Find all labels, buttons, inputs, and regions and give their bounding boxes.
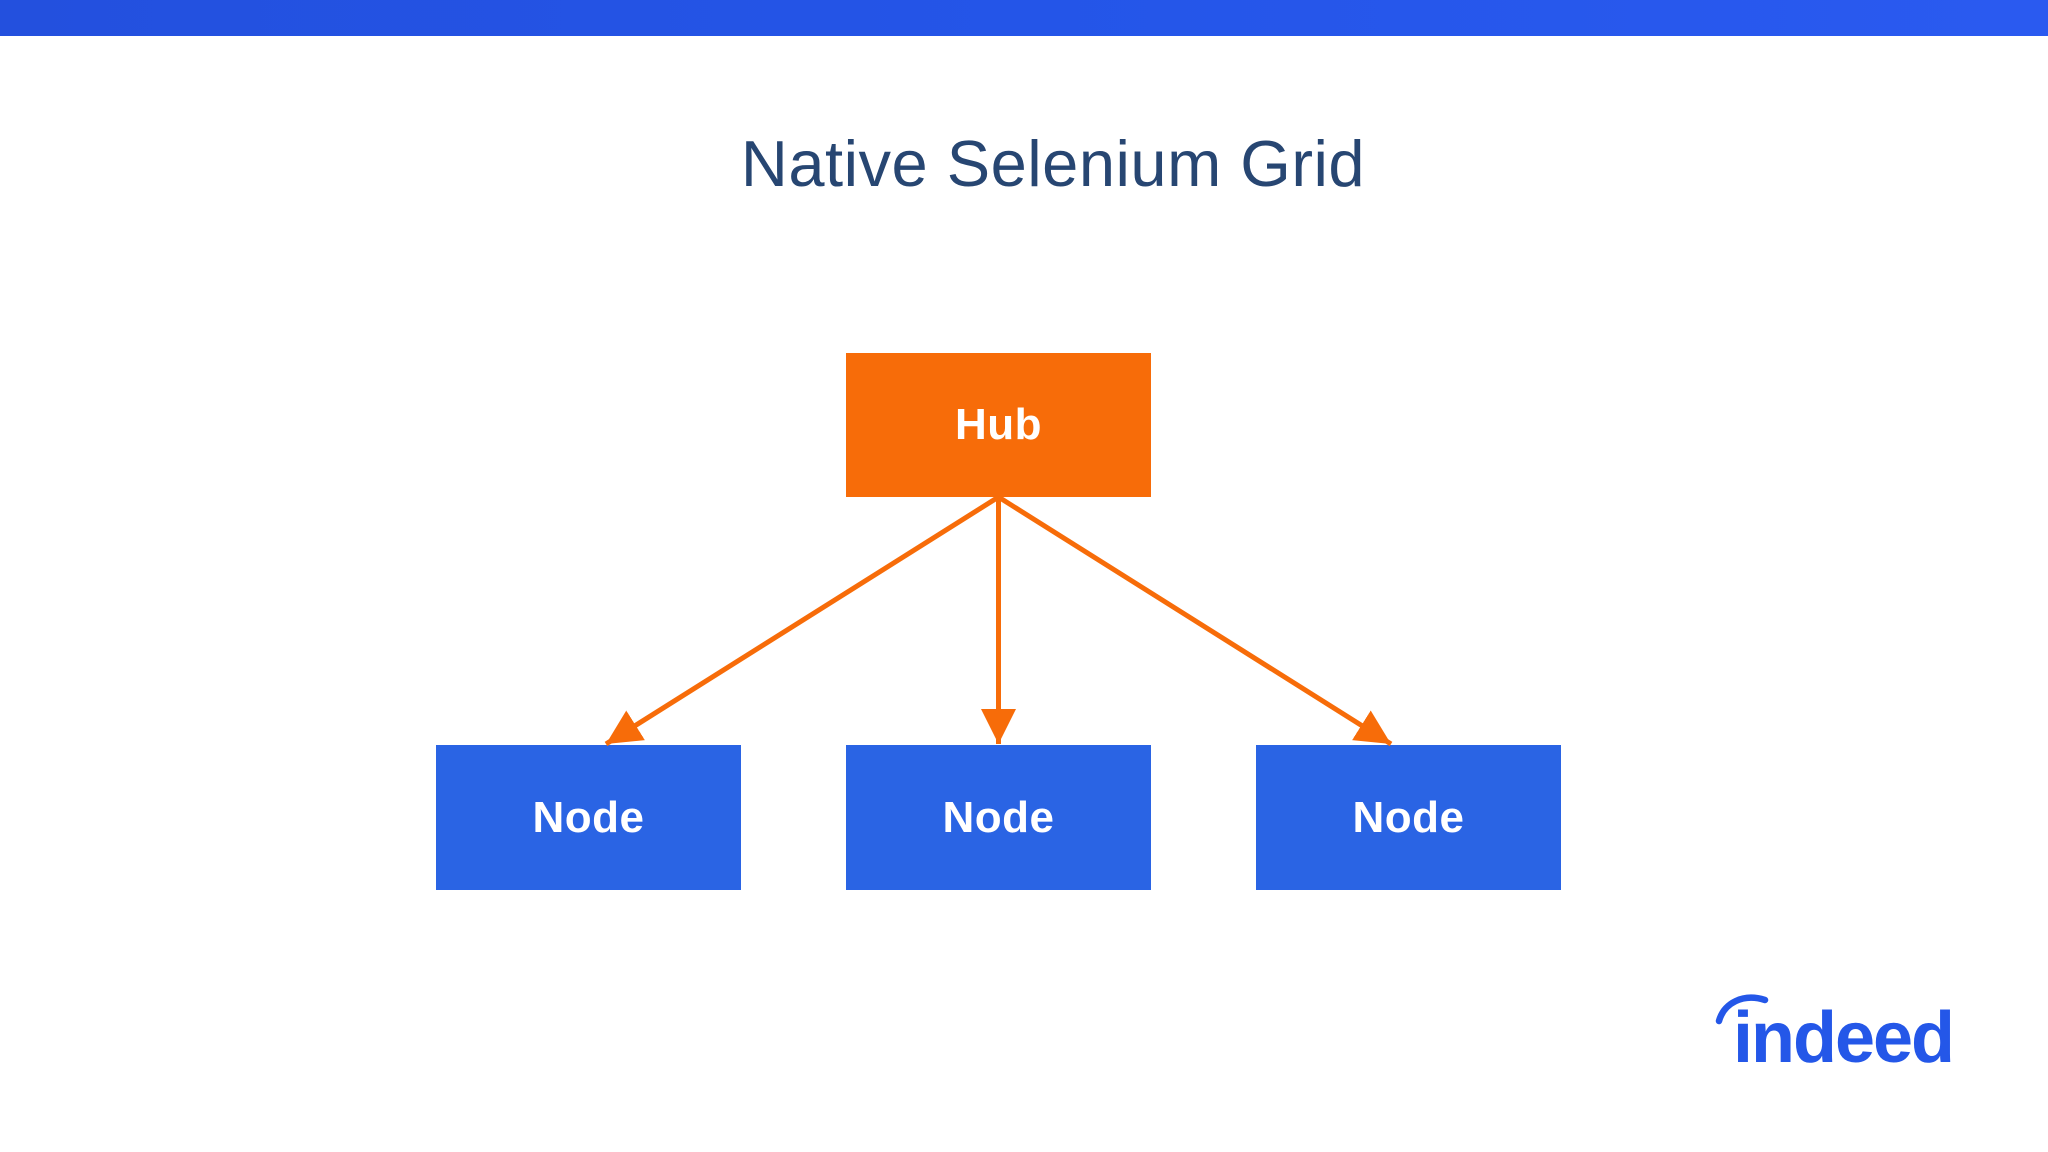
node-box-2: Node [846, 745, 1151, 890]
node-label: Node [532, 792, 645, 842]
arrow-hub-to-node-3 [997, 494, 1393, 747]
hub-label: Hub [954, 400, 1043, 449]
indeed-logo: indeed [1715, 994, 1955, 1076]
hub-box: Hub [846, 353, 1151, 497]
indeed-logo-text: indeed [1733, 998, 1953, 1076]
indeed-swoosh-icon [1715, 994, 1769, 1025]
page-title: Native Selenium Grid [740, 127, 1366, 200]
node-label: Node [1352, 792, 1465, 842]
arrow-hub-to-node-1 [604, 494, 1000, 747]
node-box-3: Node [1256, 745, 1561, 890]
node-box-1: Node [436, 745, 741, 890]
top-accent-bar [0, 0, 2048, 36]
node-label: Node [942, 792, 1055, 842]
